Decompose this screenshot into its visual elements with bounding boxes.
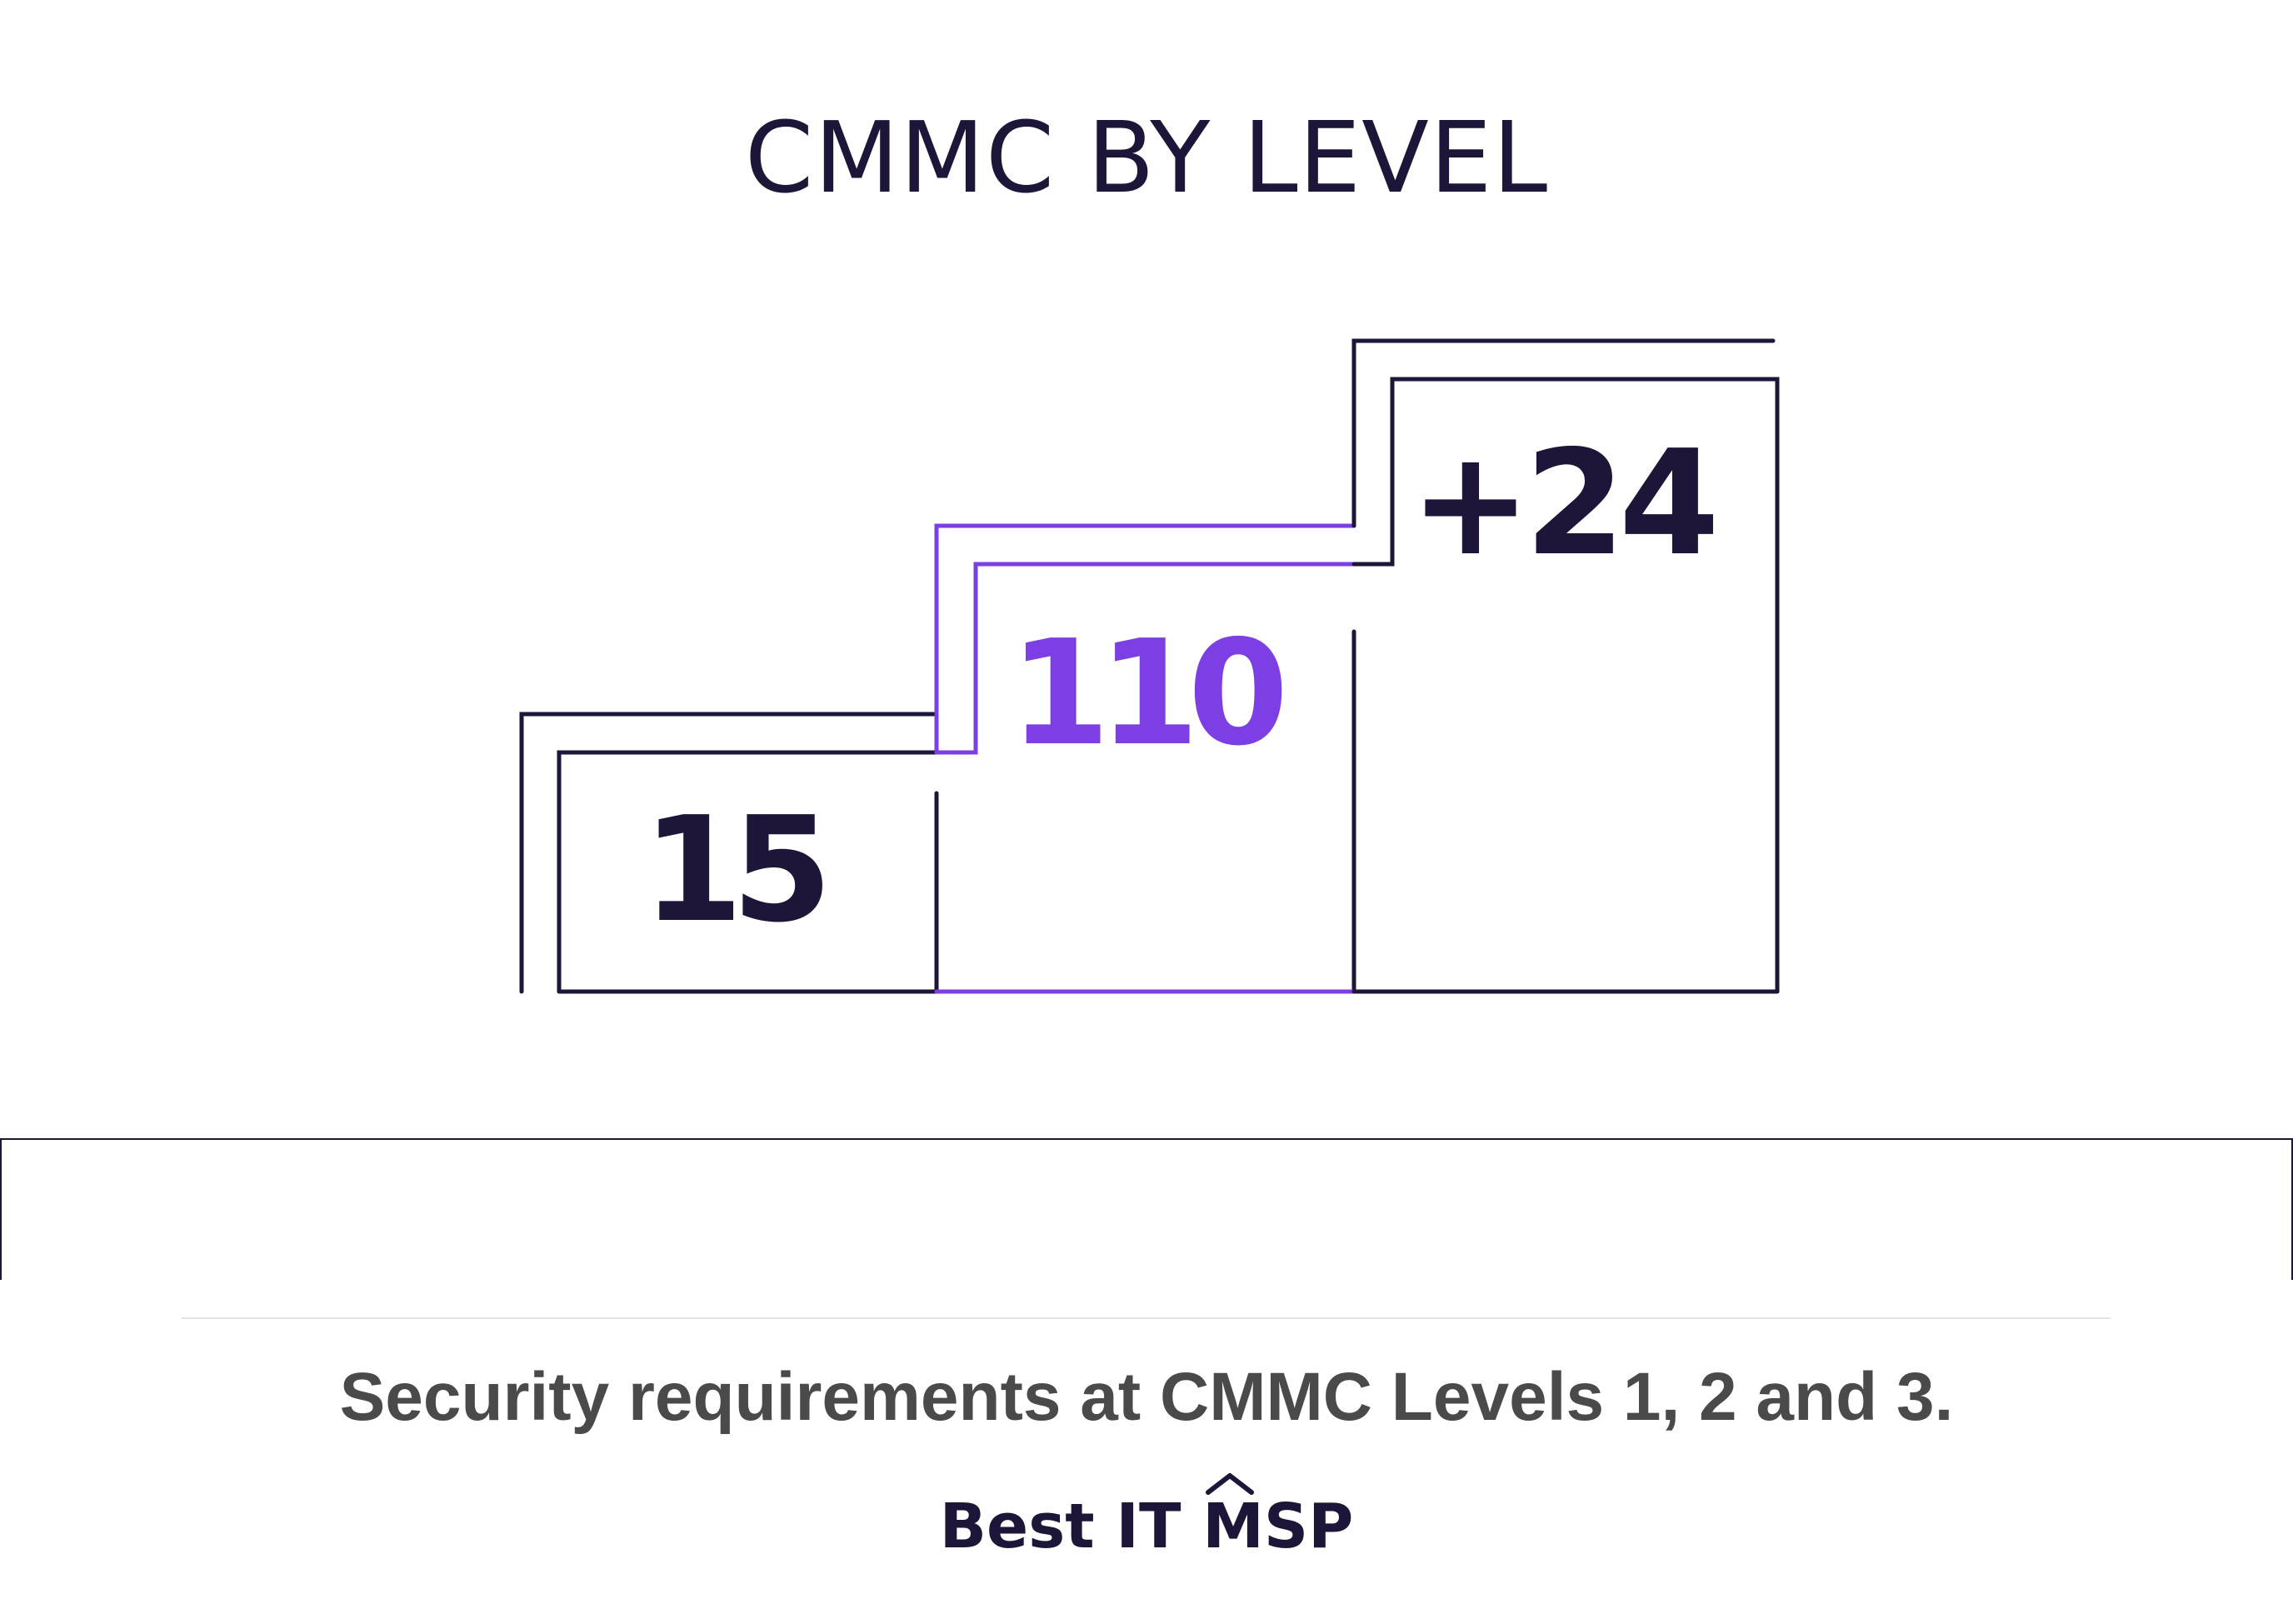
step-1-value-label: 15 [642,786,822,955]
step-3-outer-outline [1351,338,1776,528]
chart-title: CMMC BY LEVEL [744,100,1549,215]
step-2-outer-outline [934,523,1356,755]
step-3-value-label: +24 [1410,419,1714,588]
brand-logo-text: Best IT MSP [939,1491,1354,1562]
step-3-box [1351,377,1780,994]
chart-caption: Security requirements at CMMC Levels 1, … [339,1359,1954,1435]
divider [182,1317,2111,1319]
step-2-box [934,562,1356,755]
step-1-outer-outline [519,712,939,994]
brand-logo: Best IT MSP [0,1473,2293,1557]
content-frame [0,1138,2293,1280]
caret-up-icon [1206,1473,1255,1495]
step-2-value-label: 110 [1009,609,1281,778]
step-1-box [557,750,939,994]
